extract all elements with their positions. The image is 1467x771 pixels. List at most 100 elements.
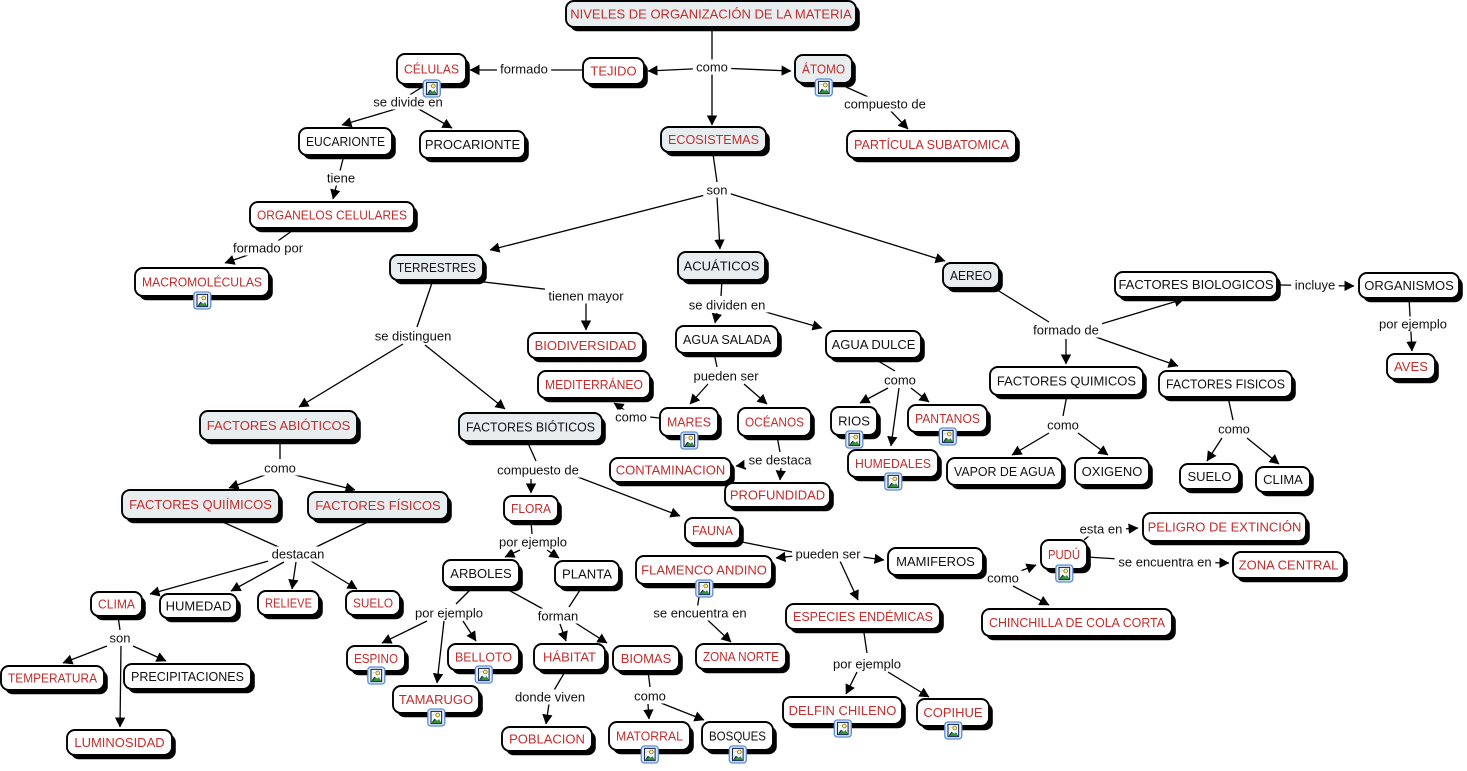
svg-text:FACTORES ABIÓTICOS: FACTORES ABIÓTICOS xyxy=(207,418,351,433)
svg-text:CLIMA: CLIMA xyxy=(1263,472,1303,487)
svg-text:CHINCHILLA DE COLA CORTA: CHINCHILLA DE COLA CORTA xyxy=(989,615,1165,630)
svg-text:PUDÚ: PUDÚ xyxy=(1048,547,1080,562)
svg-text:formado: formado xyxy=(500,62,548,77)
svg-text:HUMEDALES: HUMEDALES xyxy=(855,456,931,471)
svg-text:BIOMAS: BIOMAS xyxy=(621,651,672,666)
svg-text:ECOSISTEMAS: ECOSISTEMAS xyxy=(668,132,759,147)
svg-text:FACTORES QUIMICOS: FACTORES QUIMICOS xyxy=(997,374,1136,389)
svg-text:BOSQUES: BOSQUES xyxy=(709,729,766,744)
svg-text:PROCARIONTE: PROCARIONTE xyxy=(425,137,521,152)
svg-text:se dividen en: se dividen en xyxy=(689,298,766,313)
svg-text:FLAMENCO ANDINO: FLAMENCO ANDINO xyxy=(641,563,767,578)
svg-text:FACTORES BIÓTICOS: FACTORES BIÓTICOS xyxy=(466,420,595,435)
svg-text:MARES: MARES xyxy=(667,415,711,430)
svg-text:ZONA NORTE: ZONA NORTE xyxy=(703,649,779,664)
svg-text:RELIEVE: RELIEVE xyxy=(265,596,312,611)
svg-text:incluye: incluye xyxy=(1295,278,1335,293)
svg-text:ESPINO: ESPINO xyxy=(354,651,398,666)
svg-text:MATORRAL: MATORRAL xyxy=(616,729,683,744)
svg-text:FACTORES BIOLOGICOS: FACTORES BIOLOGICOS xyxy=(1118,277,1273,292)
svg-text:ZONA CENTRAL: ZONA CENTRAL xyxy=(1239,558,1339,573)
svg-text:FACTORES QUIÍMICOS: FACTORES QUIÍMICOS xyxy=(129,497,272,512)
svg-text:se destaca: se destaca xyxy=(749,453,813,468)
svg-text:destacan: destacan xyxy=(272,547,325,562)
svg-text:donde viven: donde viven xyxy=(515,690,585,705)
svg-text:se encuentra en: se encuentra en xyxy=(1118,555,1211,570)
svg-text:se distinguen: se distinguen xyxy=(375,329,452,344)
svg-text:por ejemplo: por ejemplo xyxy=(415,606,483,621)
svg-text:OCÉANOS: OCÉANOS xyxy=(745,415,804,430)
svg-text:DELFIN CHILENO: DELFIN CHILENO xyxy=(789,703,897,718)
svg-text:PANTANOS: PANTANOS xyxy=(915,411,980,426)
svg-text:como: como xyxy=(615,410,647,425)
svg-text:por ejemplo: por ejemplo xyxy=(499,535,567,550)
svg-text:pueden ser: pueden ser xyxy=(795,547,861,562)
svg-text:PARTÍCULA SUBATOMICA: PARTÍCULA SUBATOMICA xyxy=(854,137,1009,152)
svg-text:TERRESTRES: TERRESTRES xyxy=(397,260,476,275)
svg-text:CLIMA: CLIMA xyxy=(98,597,135,612)
svg-text:AEREO: AEREO xyxy=(950,268,992,283)
svg-text:PLANTA: PLANTA xyxy=(562,567,612,582)
svg-text:VAPOR DE AGUA: VAPOR DE AGUA xyxy=(954,464,1055,479)
svg-text:son: son xyxy=(707,183,728,198)
svg-text:como: como xyxy=(696,60,728,75)
svg-text:RIOS: RIOS xyxy=(838,414,870,429)
svg-text:SUELO: SUELO xyxy=(353,596,393,611)
svg-text:PROFUNDIDAD: PROFUNDIDAD xyxy=(730,488,825,503)
svg-text:CONTAMINACION: CONTAMINACION xyxy=(616,463,726,478)
svg-text:formado de: formado de xyxy=(1033,323,1099,338)
svg-text:HÁBITAT: HÁBITAT xyxy=(543,650,596,665)
svg-text:LUMINOSIDAD: LUMINOSIDAD xyxy=(74,735,164,750)
svg-text:ARBOLES: ARBOLES xyxy=(450,566,512,581)
svg-text:AGUA SALADA: AGUA SALADA xyxy=(683,332,771,347)
svg-text:ORGANISMOS: ORGANISMOS xyxy=(1364,278,1454,293)
svg-text:OXIGENO: OXIGENO xyxy=(1082,464,1143,479)
svg-text:ORGANELOS CELULARES: ORGANELOS CELULARES xyxy=(257,208,407,223)
svg-text:FACTORES FÍSICOS: FACTORES FÍSICOS xyxy=(315,498,441,513)
svg-text:MACROMOLÉCULAS: MACROMOLÉCULAS xyxy=(142,275,262,290)
svg-text:EUCARIONTE: EUCARIONTE xyxy=(306,134,385,149)
svg-text:ÁTOMO: ÁTOMO xyxy=(802,62,845,77)
svg-text:ACUÁTICOS: ACUÁTICOS xyxy=(684,259,760,274)
svg-text:tiene: tiene xyxy=(327,171,355,186)
svg-text:se divide en: se divide en xyxy=(373,95,442,110)
svg-text:COPIHUE: COPIHUE xyxy=(923,705,983,720)
svg-text:NIVELES DE ORGANIZACIÓN DE LA: NIVELES DE ORGANIZACIÓN DE LA MATERIA xyxy=(570,7,852,22)
svg-text:formado por: formado por xyxy=(233,241,304,256)
svg-text:FACTORES FISICOS: FACTORES FISICOS xyxy=(1166,377,1285,392)
svg-text:MAMIFEROS: MAMIFEROS xyxy=(896,554,975,569)
svg-text:pueden ser: pueden ser xyxy=(693,369,759,384)
svg-text:PELIGRO DE EXTINCIÓN: PELIGRO DE EXTINCIÓN xyxy=(1148,520,1302,535)
svg-text:TAMARUGO: TAMARUGO xyxy=(399,692,473,707)
svg-text:AVES: AVES xyxy=(1394,359,1428,374)
svg-text:POBLACION: POBLACION xyxy=(509,732,585,747)
svg-text:CÉLULAS: CÉLULAS xyxy=(404,62,459,77)
svg-text:AGUA DULCE: AGUA DULCE xyxy=(832,337,916,352)
svg-text:MEDITERRÁNEO: MEDITERRÁNEO xyxy=(545,377,643,392)
svg-text:compuesto de: compuesto de xyxy=(497,463,579,478)
svg-text:compuesto de: compuesto de xyxy=(844,97,926,112)
svg-text:como: como xyxy=(1218,422,1250,437)
svg-text:FAUNA: FAUNA xyxy=(692,523,733,538)
svg-text:como: como xyxy=(884,373,916,388)
svg-text:PRECIPITACIONES: PRECIPITACIONES xyxy=(131,669,244,684)
svg-text:como: como xyxy=(634,689,666,704)
svg-text:HUMEDAD: HUMEDAD xyxy=(166,599,232,614)
svg-text:forman: forman xyxy=(538,609,578,624)
svg-text:por ejemplo: por ejemplo xyxy=(833,657,901,672)
svg-text:SUELO: SUELO xyxy=(1187,469,1231,484)
svg-text:tienen mayor: tienen mayor xyxy=(548,289,624,304)
svg-text:son: son xyxy=(110,631,131,646)
svg-text:como: como xyxy=(987,571,1019,586)
svg-text:ESPECIES ENDÉMICAS: ESPECIES ENDÉMICAS xyxy=(793,609,933,624)
svg-text:se encuentra en: se encuentra en xyxy=(653,606,746,621)
svg-text:TEMPERATURA: TEMPERATURA xyxy=(8,671,97,686)
svg-text:como: como xyxy=(264,461,296,476)
svg-text:BELLOTO: BELLOTO xyxy=(455,650,512,665)
svg-text:BIODIVERSIDAD: BIODIVERSIDAD xyxy=(535,338,637,353)
svg-text:como: como xyxy=(1047,418,1079,433)
svg-text:esta en: esta en xyxy=(1080,522,1123,537)
svg-text:por ejemplo: por ejemplo xyxy=(1379,317,1447,332)
svg-text:TEJIDO: TEJIDO xyxy=(590,64,636,79)
svg-text:FLORA: FLORA xyxy=(511,501,551,516)
